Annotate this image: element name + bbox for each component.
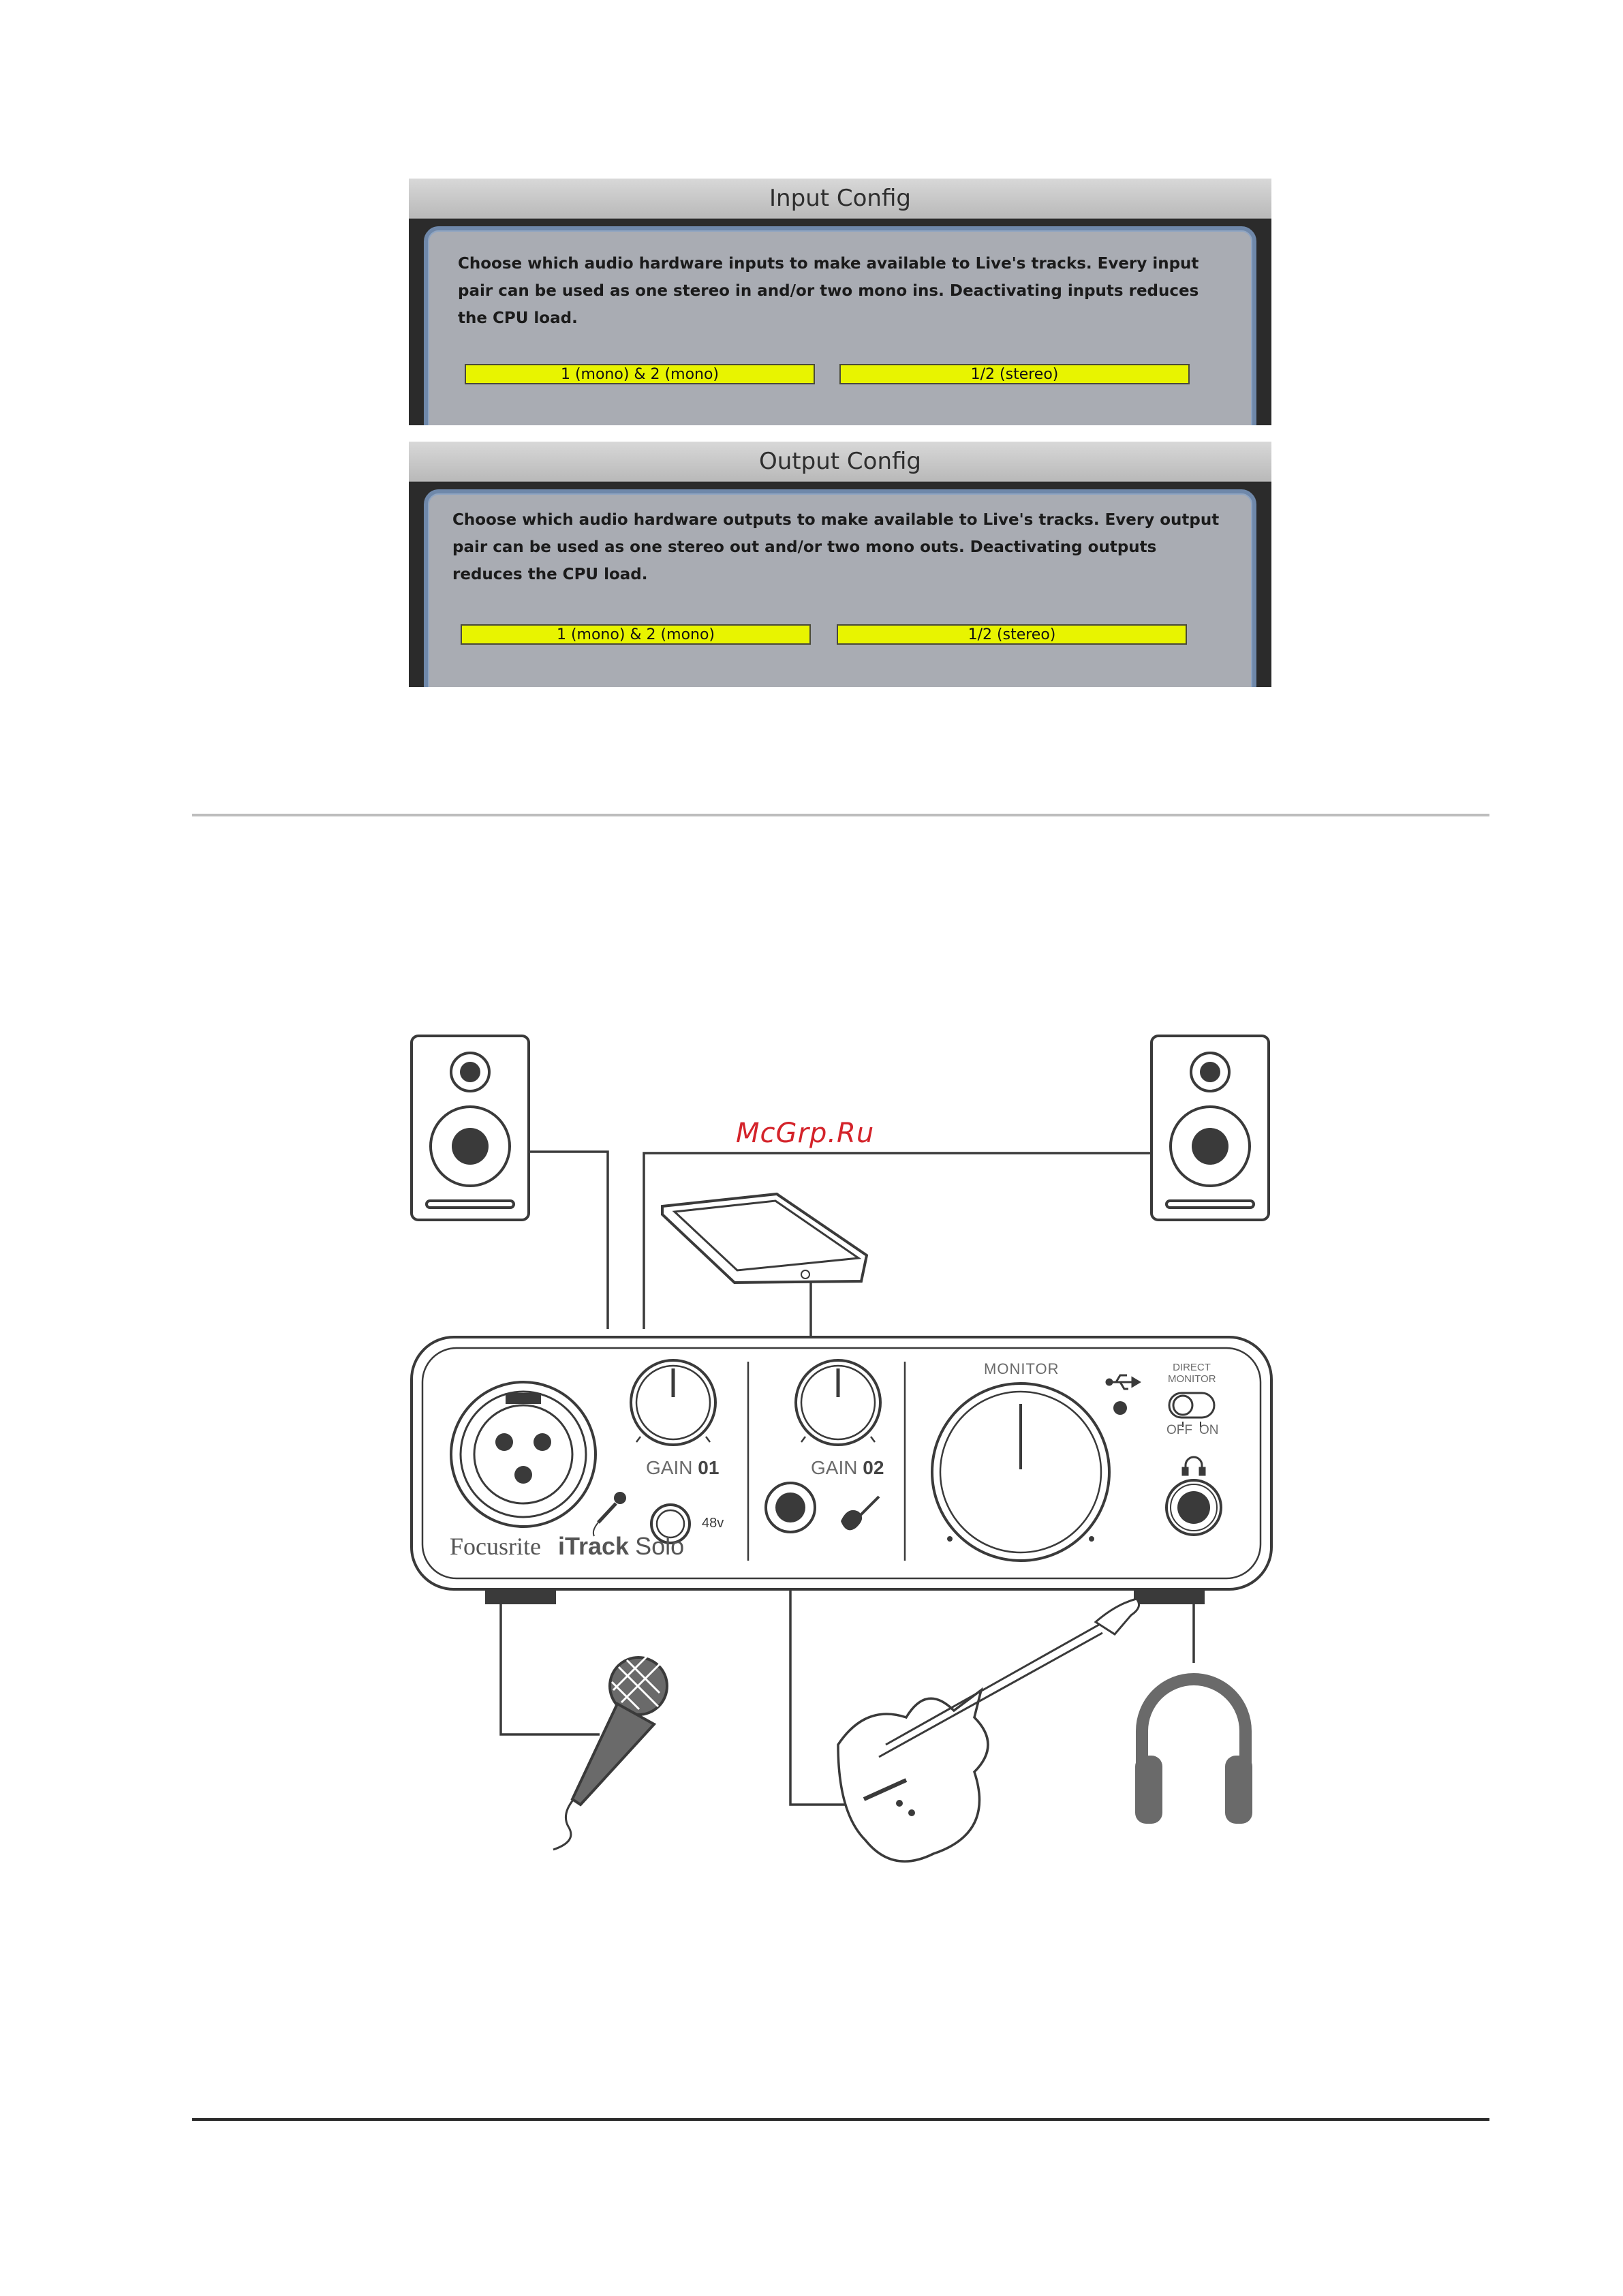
watermark[interactable]: McGrp.Ru bbox=[736, 1118, 875, 1149]
gain-02-text: GAIN bbox=[811, 1457, 858, 1478]
monitor-label: MONITOR bbox=[984, 1360, 1060, 1377]
input-option-mono[interactable]: 1 (mono) & 2 (mono) bbox=[465, 364, 815, 384]
direct-monitor-line1: DIRECT bbox=[1173, 1362, 1211, 1373]
output-config-panel: Output Config Choose which audio hardwar… bbox=[409, 442, 1271, 687]
gain-02-knob[interactable] bbox=[794, 1359, 882, 1446]
usb-led bbox=[1113, 1401, 1127, 1415]
gain-02-label: GAIN 02 bbox=[811, 1457, 884, 1479]
device-brand: Focusrite iTrack Solo bbox=[450, 1532, 684, 1561]
monitor-knob[interactable] bbox=[931, 1382, 1111, 1562]
direct-monitor-switch[interactable] bbox=[1168, 1392, 1216, 1427]
microphone-icon bbox=[553, 1648, 668, 1851]
input-config-description: Choose which audio hardware inputs to ma… bbox=[458, 255, 1199, 327]
headphones-icon bbox=[1135, 1673, 1252, 1824]
phantom-48v-label: 48v bbox=[702, 1516, 724, 1531]
output-config-description: Choose which audio hardware outputs to m… bbox=[452, 511, 1220, 583]
model-name: iTrack bbox=[557, 1532, 630, 1560]
mic-glyph-icon bbox=[592, 1492, 626, 1537]
gain-01-knob[interactable] bbox=[630, 1359, 717, 1446]
gain-02-number: 02 bbox=[863, 1457, 884, 1478]
usb-icon bbox=[1105, 1374, 1141, 1390]
input-config-panel: Input Config Choose which audio hardware… bbox=[409, 179, 1271, 425]
xlr-input-icon bbox=[450, 1381, 597, 1528]
on-label: ON bbox=[1199, 1423, 1219, 1437]
left-speaker-icon bbox=[410, 1035, 530, 1221]
output-config-body bbox=[424, 489, 1256, 687]
brand-name: Focusrite bbox=[450, 1533, 541, 1560]
output-option-stereo[interactable]: 1/2 (stereo) bbox=[837, 624, 1187, 645]
output-option-mono[interactable]: 1 (mono) & 2 (mono) bbox=[461, 624, 811, 645]
guitar-glyph-icon bbox=[841, 1495, 880, 1531]
headphone-jack-icon bbox=[1165, 1479, 1222, 1536]
gain-01-text: GAIN bbox=[646, 1457, 693, 1478]
right-speaker-icon bbox=[1150, 1035, 1270, 1221]
guitar-icon bbox=[837, 1597, 1141, 1863]
phantom-48v-button[interactable] bbox=[650, 1503, 691, 1544]
input-config-title: Input Config bbox=[409, 179, 1271, 219]
right-speaker-cable bbox=[643, 1152, 1151, 1329]
tablet-icon bbox=[661, 1192, 869, 1285]
section-divider bbox=[192, 814, 1489, 816]
output-config-title: Output Config bbox=[409, 442, 1271, 482]
input-config-body bbox=[424, 226, 1256, 425]
guitar-cable bbox=[789, 1516, 846, 1806]
direct-monitor-line2: MONITOR bbox=[1168, 1373, 1216, 1385]
left-speaker-cable bbox=[529, 1150, 609, 1329]
off-label: OFF bbox=[1166, 1423, 1192, 1437]
direct-monitor-label: DIRECT MONITOR bbox=[1168, 1362, 1216, 1385]
headphone-glyph-icon bbox=[1181, 1456, 1206, 1476]
instrument-jack-icon bbox=[764, 1482, 816, 1533]
gain-01-number: 01 bbox=[698, 1457, 720, 1478]
gain-01-label: GAIN 01 bbox=[646, 1457, 719, 1479]
input-option-stereo[interactable]: 1/2 (stereo) bbox=[839, 364, 1190, 384]
model-suffix: Solo bbox=[635, 1532, 685, 1560]
footer-rule bbox=[192, 2118, 1489, 2121]
